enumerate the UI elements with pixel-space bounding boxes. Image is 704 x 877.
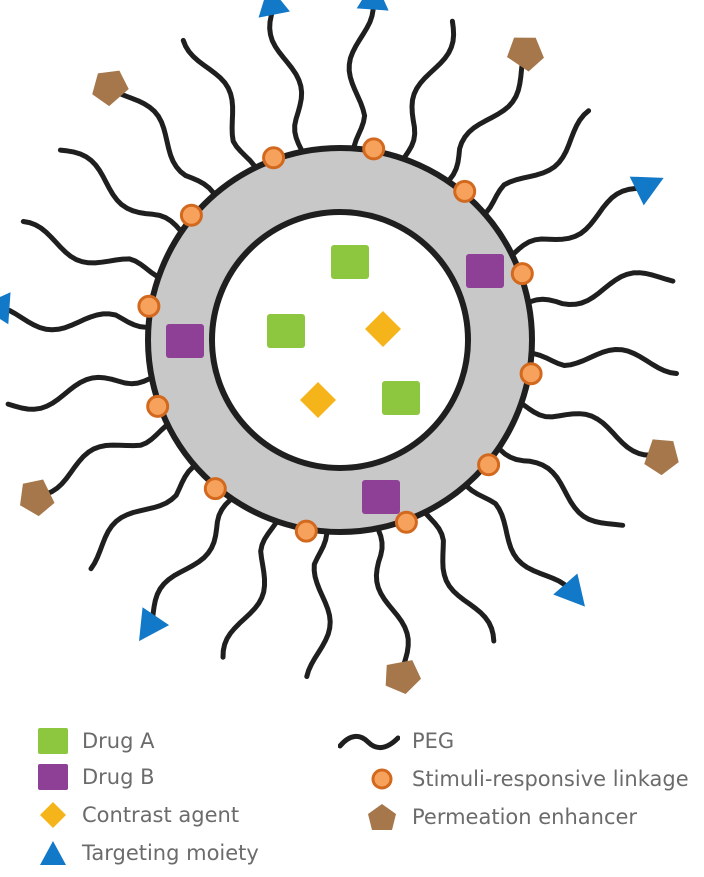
legend-label-contrast-agent: Contrast agent bbox=[82, 803, 240, 827]
drug-b-square bbox=[466, 254, 504, 288]
permeation-enhancer bbox=[20, 479, 55, 517]
contrast-agent-diamond bbox=[365, 311, 401, 347]
drug-b-square bbox=[362, 480, 400, 514]
permeation-enhancer bbox=[92, 70, 129, 107]
drug-a-square bbox=[382, 381, 420, 415]
legend-label-drug-b: Drug B bbox=[82, 765, 155, 789]
linkage-group bbox=[137, 137, 543, 543]
peg-chain bbox=[37, 419, 174, 499]
targeting-moiety bbox=[356, 0, 389, 11]
brown-pentagon-icon bbox=[368, 804, 396, 830]
peg-chain bbox=[398, 18, 457, 165]
permeation-enhancer-pentagon bbox=[20, 479, 55, 517]
permeation-enhancer-pentagon bbox=[92, 70, 129, 107]
stimuli-responsive-linkage bbox=[453, 179, 477, 203]
targeting-moiety bbox=[258, 0, 290, 18]
targeting-moiety-triangle bbox=[553, 573, 585, 607]
peg-chain bbox=[479, 108, 592, 220]
targeting-moiety bbox=[139, 607, 170, 642]
blue-triangle-icon bbox=[40, 841, 66, 865]
peg-chain bbox=[88, 460, 201, 572]
permeation-enhancer bbox=[385, 660, 421, 694]
stimuli-responsive-linkage bbox=[477, 453, 501, 477]
targeting-moiety-triangle bbox=[139, 607, 170, 642]
peg-chain bbox=[506, 185, 645, 261]
peg-chain bbox=[346, 1, 376, 155]
peg-chain bbox=[57, 147, 187, 238]
permeation-enhancer bbox=[507, 37, 544, 72]
contrast-agent-diamond bbox=[300, 382, 336, 418]
stimuli-responsive-linkage bbox=[294, 519, 318, 543]
permeation-enhancer-pentagon bbox=[644, 439, 679, 476]
targeting-moiety bbox=[629, 176, 664, 206]
peg-chain bbox=[515, 398, 661, 458]
peg-chain bbox=[304, 525, 333, 679]
drug-a-square bbox=[267, 314, 305, 348]
stimuli-responsive-linkage bbox=[137, 294, 161, 318]
legend-label-permeation-enhancer: Permeation enhancer bbox=[412, 805, 638, 829]
stimuli-responsive-linkage bbox=[179, 203, 203, 227]
legend-label-linkage: Stimuli-responsive linkage bbox=[412, 767, 689, 791]
peg-chain bbox=[109, 87, 220, 201]
stimuli-responsive-linkage bbox=[362, 137, 386, 161]
drug-a-square bbox=[331, 245, 369, 279]
peg-chain bbox=[373, 522, 411, 675]
stimuli-responsive-linkage bbox=[146, 394, 170, 418]
targeting-moiety-triangle bbox=[356, 0, 389, 11]
permeation-enhancer-pentagon bbox=[385, 660, 421, 694]
targeting-moiety-triangle bbox=[0, 292, 11, 325]
legend-label-peg: PEG bbox=[412, 729, 455, 753]
targeting-moiety-triangle bbox=[629, 176, 664, 206]
peg-chain bbox=[522, 270, 676, 307]
targeting-moiety-triangle bbox=[258, 0, 290, 18]
chain-end-groups bbox=[0, 0, 679, 694]
peg-chain bbox=[220, 515, 282, 660]
permeation-enhancer bbox=[644, 439, 679, 476]
peg-chains bbox=[0, 1, 679, 679]
purple-square-icon bbox=[38, 764, 68, 790]
peg-chain bbox=[180, 37, 261, 174]
stimuli-responsive-linkage bbox=[510, 262, 534, 286]
yellow-diamond-icon bbox=[40, 802, 66, 828]
drug-b-square bbox=[166, 324, 204, 358]
peg-chain bbox=[493, 442, 626, 528]
peg-chain bbox=[442, 53, 526, 187]
payload-group bbox=[166, 245, 504, 514]
legend-label-drug-a: Drug A bbox=[82, 729, 155, 753]
wavy-line-icon bbox=[338, 734, 400, 750]
legend: Drug A Drug B Contrast agent Targeting m… bbox=[0, 720, 704, 877]
targeting-moiety bbox=[0, 292, 11, 325]
stimuli-responsive-linkage bbox=[394, 510, 418, 534]
peg-chain bbox=[525, 347, 679, 376]
green-square-icon bbox=[38, 728, 68, 754]
peg-chain bbox=[20, 219, 165, 282]
peg-chain bbox=[460, 479, 572, 592]
stimuli-responsive-linkage bbox=[519, 362, 543, 386]
targeting-moiety bbox=[553, 573, 585, 607]
permeation-enhancer-pentagon bbox=[507, 37, 544, 72]
peg-chain bbox=[419, 506, 497, 644]
legend-label-targeting-moiety: Targeting moiety bbox=[82, 841, 259, 865]
stimuli-responsive-linkage bbox=[203, 477, 227, 501]
nanoparticle-diagram bbox=[0, 0, 679, 694]
peg-chain bbox=[267, 6, 307, 158]
peg-chain bbox=[5, 373, 158, 412]
peg-chain bbox=[0, 305, 155, 333]
stimuli-responsive-linkage bbox=[262, 146, 286, 170]
peg-chain bbox=[150, 493, 238, 624]
orange-circle-icon bbox=[371, 768, 393, 790]
